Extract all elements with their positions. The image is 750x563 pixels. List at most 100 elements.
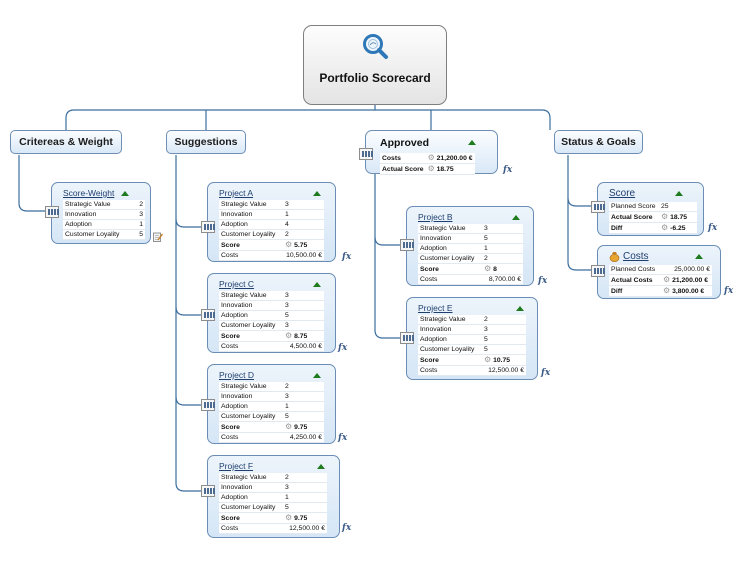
field-value: 5: [283, 411, 324, 422]
central-title: Portfolio Scorecard: [319, 71, 431, 85]
collapse-triangle-icon[interactable]: [313, 282, 321, 287]
field-value: 21,200.00 €: [436, 155, 473, 162]
collapse-triangle-icon[interactable]: [512, 215, 520, 220]
table-icon[interactable]: [201, 309, 215, 321]
money-bag-icon: [609, 252, 620, 262]
card-title: Score: [609, 187, 703, 200]
table-icon[interactable]: [201, 485, 215, 497]
topic-label: Critereas & Weight: [19, 136, 113, 148]
field-value: 5: [482, 334, 526, 345]
gear-icon: ⚙: [427, 164, 435, 173]
table-icon[interactable]: [591, 265, 605, 277]
field-label: Diff: [609, 285, 661, 297]
field-label: Customer Loyality: [219, 411, 283, 422]
field-label: Innovation: [219, 209, 283, 220]
field-label: Score: [418, 263, 482, 275]
topic-suggestions[interactable]: Suggestions: [166, 130, 246, 154]
field-label: Costs: [418, 274, 482, 285]
formula-icon[interactable]: fx: [338, 343, 348, 353]
field-value: 10.75: [493, 357, 511, 364]
collapse-triangle-icon[interactable]: [313, 191, 321, 196]
field-value: 18.75: [670, 214, 688, 221]
table-icon[interactable]: [359, 148, 373, 160]
formula-icon[interactable]: fx: [541, 368, 551, 378]
topic-status-goals[interactable]: Status & Goals: [554, 130, 643, 154]
field-label: Adoption: [219, 401, 283, 412]
table-icon[interactable]: [201, 399, 215, 411]
table-icon[interactable]: [201, 221, 215, 233]
collapse-triangle-icon[interactable]: [675, 191, 683, 196]
note-icon[interactable]: [153, 232, 163, 242]
card-title: Project B: [418, 211, 533, 224]
gear-icon: ⚙: [484, 264, 492, 273]
field-value: 3: [283, 320, 324, 331]
field-value: 4,250.00 €: [283, 432, 324, 443]
field-label: Adoption: [219, 492, 283, 503]
formula-icon[interactable]: fx: [708, 223, 718, 233]
field-value: 4: [283, 219, 324, 230]
field-label: Score: [219, 330, 283, 342]
card-title: Project F: [219, 460, 339, 473]
collapse-triangle-icon[interactable]: [121, 191, 129, 196]
field-value: 2: [283, 473, 327, 483]
field-label: Costs: [219, 523, 283, 534]
formula-icon[interactable]: fx: [503, 165, 513, 175]
field-value: 10,500.00 €: [283, 250, 324, 261]
gear-icon: ⚙: [285, 240, 293, 249]
collapse-triangle-icon[interactable]: [468, 140, 476, 145]
formula-icon[interactable]: fx: [342, 252, 352, 262]
magnifier-icon: [363, 34, 388, 59]
field-value: 2: [283, 382, 324, 392]
field-label: Innovation: [418, 324, 482, 335]
topic-criteria-weight[interactable]: Critereas & Weight: [10, 130, 122, 154]
field-label: Score: [219, 512, 283, 524]
gear-icon: ⚙: [663, 275, 671, 284]
field-label: Adoption: [219, 310, 283, 321]
table-icon[interactable]: [400, 239, 414, 251]
central-topic[interactable]: Portfolio Scorecard: [303, 25, 447, 105]
field-value: 8.75: [294, 333, 308, 340]
formula-icon[interactable]: fx: [338, 433, 348, 443]
collapse-triangle-icon[interactable]: [695, 254, 703, 259]
formula-icon[interactable]: fx: [342, 523, 352, 533]
field-value: 5: [482, 344, 526, 355]
table-icon[interactable]: [591, 201, 605, 213]
field-value: 3: [482, 324, 526, 335]
field-label: Strategic Value: [418, 315, 482, 325]
gear-icon: ⚙: [661, 212, 669, 221]
table-icon[interactable]: [45, 206, 59, 218]
field-value: 21,200.00 €: [672, 277, 708, 284]
collapse-triangle-icon[interactable]: [313, 373, 321, 378]
gear-icon: ⚙: [285, 422, 293, 431]
formula-icon[interactable]: fx: [724, 286, 734, 296]
topic-approved[interactable]: Approved Costs⚙ 21,200.00 € Actual Score…: [365, 130, 498, 175]
field-label: Innovation: [418, 233, 482, 244]
field-value: 18.75: [436, 166, 454, 173]
collapse-triangle-icon[interactable]: [516, 306, 524, 311]
field-value: 3: [283, 300, 324, 311]
formula-icon[interactable]: fx: [538, 276, 548, 286]
field-label: Strategic Value: [219, 382, 283, 392]
card-title: Project D: [219, 369, 335, 382]
field-label: Customer Loyality: [418, 253, 482, 264]
field-label: Strategic Value: [219, 473, 283, 483]
table-icon[interactable]: [400, 332, 414, 344]
field-value: 3,800.00 €: [672, 288, 705, 295]
field-label: Score: [418, 354, 482, 366]
collapse-triangle-icon[interactable]: [317, 464, 325, 469]
